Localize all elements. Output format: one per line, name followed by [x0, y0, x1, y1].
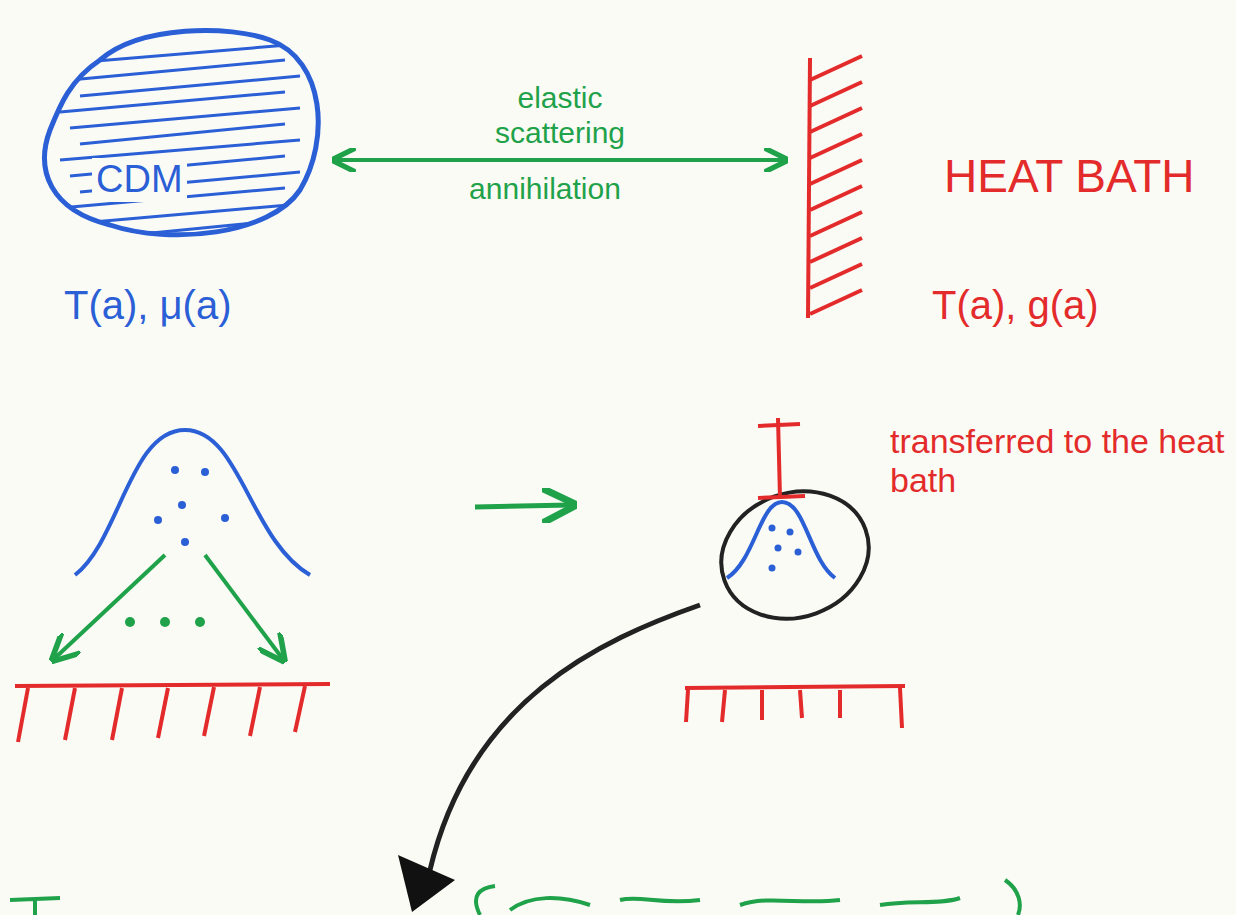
cdm-blob	[30, 20, 330, 250]
heat-bath-floor	[685, 686, 905, 728]
arrow-head	[398, 855, 455, 912]
annihilation-arrow	[55, 555, 165, 658]
cdm-region: CDM T(a), μ(a)	[30, 20, 330, 360]
edge-label: annihilation	[415, 172, 675, 207]
gaussian-curve	[727, 502, 835, 578]
callout-arrow	[430, 605, 700, 870]
note: transferred to the heat bath	[890, 422, 1230, 500]
edge-label: elastic scattering	[460, 81, 660, 150]
interaction-arrow	[334, 158, 786, 162]
time-arrow	[475, 505, 570, 507]
transfer-marker	[758, 418, 805, 498]
gaussian-curve	[75, 430, 310, 575]
cropped-writing	[510, 898, 960, 910]
node-title: CDM	[92, 158, 187, 202]
particle-dots	[154, 466, 229, 546]
node-parameters: T(a), g(a)	[928, 282, 1103, 328]
node-parameters: T(a), μ(a)	[60, 282, 235, 328]
heat-bath-wall	[790, 50, 880, 340]
particle-dots	[769, 525, 802, 572]
cropped-writing	[10, 880, 1020, 915]
zoom-ellipse	[703, 471, 886, 639]
heat-bath-floor	[15, 684, 330, 742]
ellipsis-dots	[125, 617, 205, 627]
node-title: HEAT BATH	[940, 150, 1198, 203]
heat-bath: HEAT BATH T(a), g(a)	[790, 50, 1230, 350]
annihilation-arrow	[205, 555, 282, 658]
